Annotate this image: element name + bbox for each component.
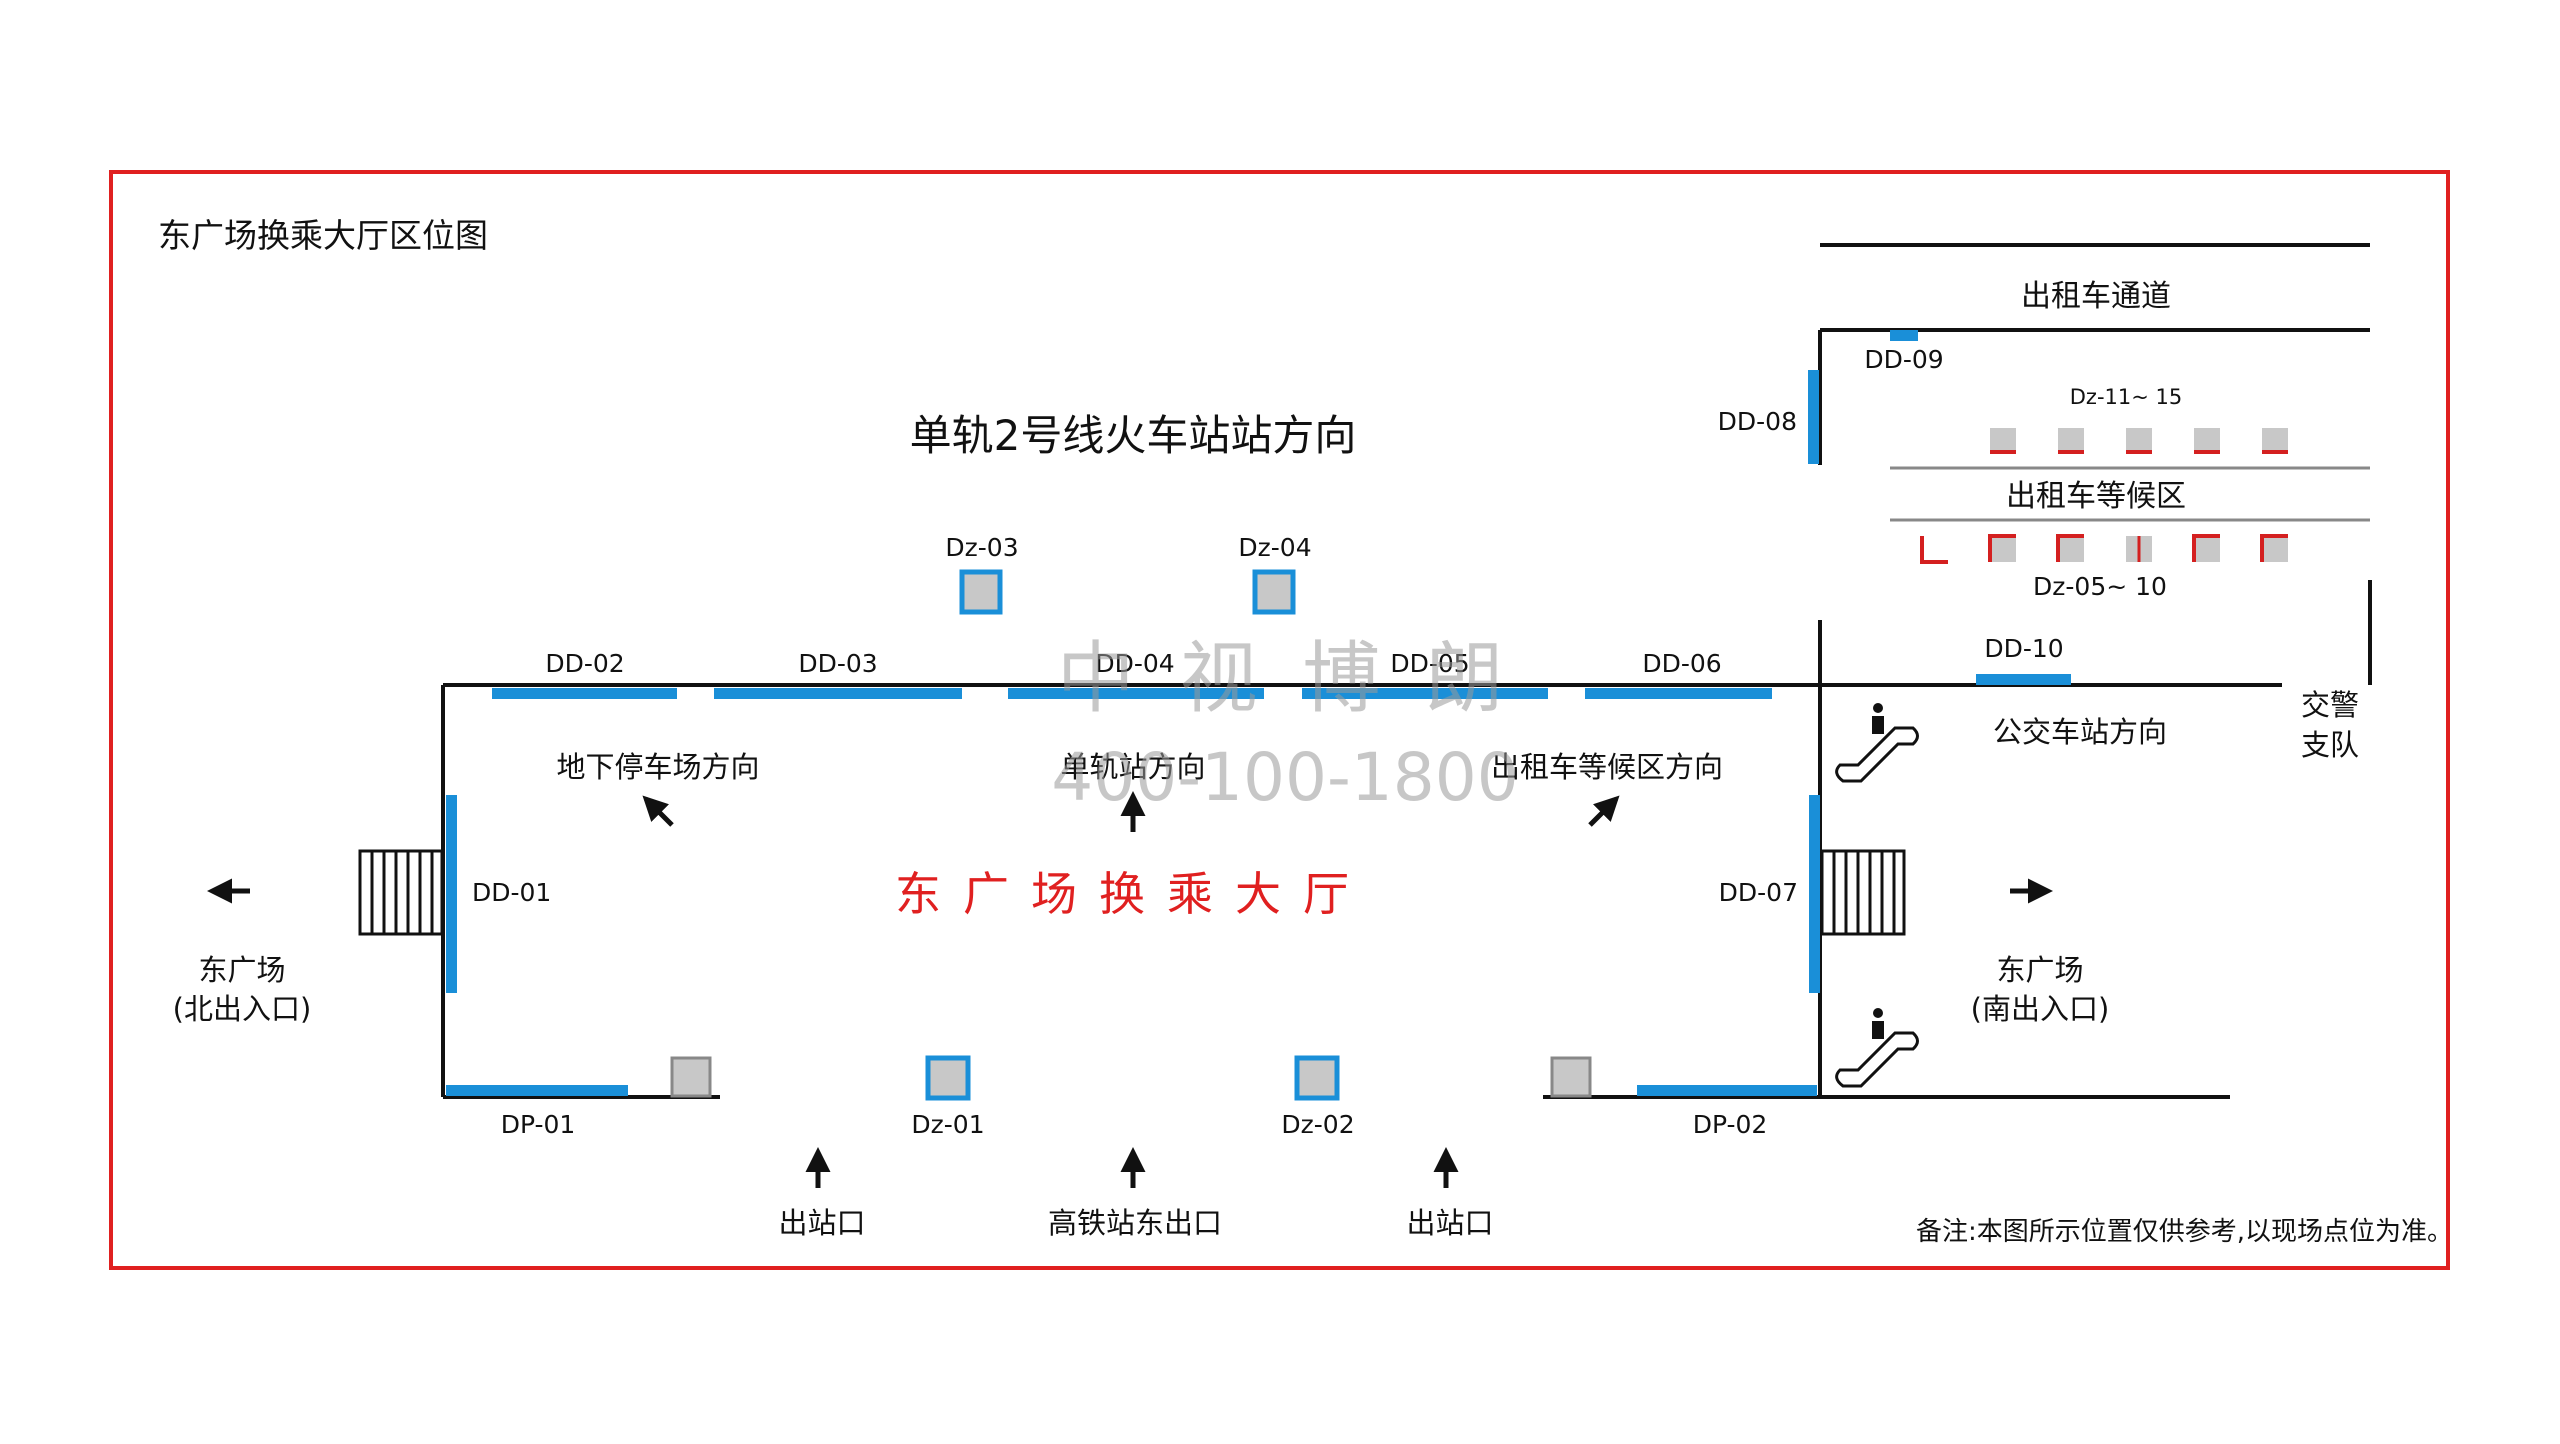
taxi-wait-direction-label: 出租车等候区方向	[1491, 750, 1723, 784]
ad-panel-dp-02	[1637, 1085, 1817, 1096]
label-dd-02: DD-02	[545, 649, 624, 678]
label-dd-10: DD-10	[1984, 634, 2063, 663]
ad-panel-dd-08	[1808, 370, 1819, 464]
exit-left-label: 出站口	[778, 1206, 865, 1240]
label-dd-05: DD-05	[1390, 649, 1469, 678]
station-direction-label: 单轨站方向	[1060, 750, 1205, 784]
label-dp-01: DP-01	[501, 1110, 576, 1139]
label-dp-02: DP-02	[1693, 1110, 1768, 1139]
ad-panel-dd-02	[492, 688, 677, 699]
watermark-name: 中 视 博 朗	[1057, 634, 1513, 724]
hall-walls	[441, 243, 2372, 1099]
label-dd-01: DD-01	[472, 878, 551, 907]
label-dz-01: Dz-01	[911, 1110, 984, 1139]
plaza-south-label-line1: 东广场	[1996, 953, 2083, 987]
label-dz-05-10: Dz-05~ 10	[2033, 572, 2167, 601]
label-dd-04: DD-04	[1095, 649, 1174, 678]
label-dd-03: DD-03	[798, 649, 877, 678]
label-dd-06: DD-06	[1642, 649, 1721, 678]
ad-panel-dd-05	[1302, 688, 1548, 699]
ad-panel-dd-06	[1585, 688, 1772, 699]
arrow-taxi-wait-icon	[1588, 795, 1620, 827]
ad-column-dz-02	[1294, 1055, 1340, 1101]
plaza-south-label-line2: (南出入口)	[1971, 992, 2110, 1026]
label-dz-03: Dz-03	[945, 533, 1018, 562]
escalator-upper-icon	[1835, 703, 1919, 783]
exit-right-label: 出站口	[1406, 1206, 1493, 1240]
ad-column-dz-03	[959, 569, 1003, 615]
ad-panel-dp-01	[446, 1085, 628, 1096]
taxi-lane-label: 出租车通道	[2021, 279, 2171, 314]
exit-center-label: 高铁站东出口	[1048, 1206, 1222, 1240]
taxi-wait-zone-label: 出租车等候区	[2006, 479, 2186, 514]
label-dd-07: DD-07	[1719, 878, 1798, 907]
police-label-line1: 交警	[2301, 688, 2359, 722]
monorail-direction-label: 单轨2号线火车站站方向	[910, 411, 1357, 460]
ad-panel-dd-03	[714, 688, 962, 699]
ad-column-dz-04	[1252, 569, 1296, 615]
label-dd-09: DD-09	[1864, 345, 1943, 374]
ad-panel-dd-04	[1008, 688, 1264, 699]
taxi-zone-dividers	[1890, 466, 2370, 522]
police-label-line2: 支队	[2301, 728, 2359, 762]
ad-panel-dd-10	[1976, 674, 2071, 685]
map-title: 东广场换乘大厅区位图	[158, 216, 488, 255]
taxi-ad-row-bottom	[1920, 534, 2288, 564]
label-dz-02: Dz-02	[1281, 1110, 1354, 1139]
ad-panel-dd-09	[1890, 330, 1918, 341]
taxi-ad-row-top	[1990, 428, 2288, 454]
escalator-lower-icon	[1835, 1008, 1919, 1088]
label-dz-04: Dz-04	[1238, 533, 1311, 562]
ad-column-dz-01	[925, 1055, 971, 1101]
bus-direction-label: 公交车站方向	[1993, 715, 2167, 749]
plaza-north-label-line2: (北出入口)	[173, 992, 312, 1026]
arrow-parking-icon	[642, 795, 674, 827]
ad-panel-dd-07	[1809, 795, 1820, 993]
parking-direction-label: 地下停车场方向	[556, 750, 759, 784]
corner-pillar-left	[670, 1056, 712, 1098]
ad-panel-dd-01	[446, 795, 457, 993]
footnote: 备注:本图所示位置仅供参考,以现场点位为准。	[1916, 1217, 2453, 1247]
label-dz-11-15: Dz-11~ 15	[2070, 385, 2183, 409]
plaza-north-label-line1: 东广场	[198, 953, 285, 987]
hall-name-label: 东广场换乘大厅	[895, 867, 1371, 921]
stairs-north-icon	[358, 849, 444, 936]
watermark-phone: 400-100-1800	[1051, 739, 1519, 816]
stairs-south-icon	[1820, 849, 1906, 936]
map-frame	[109, 170, 2450, 1270]
label-dd-08: DD-08	[1718, 407, 1797, 436]
corner-pillar-right	[1550, 1056, 1592, 1098]
